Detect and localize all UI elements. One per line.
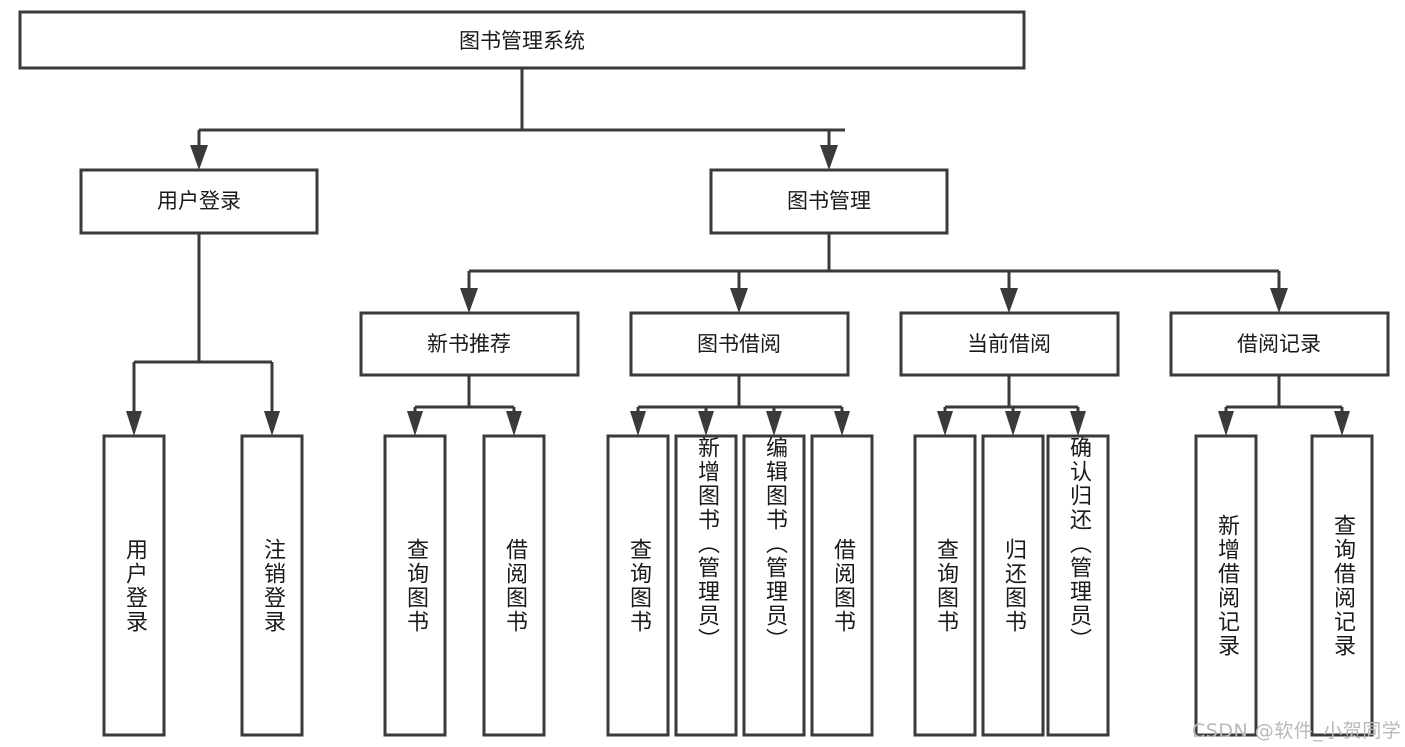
arrowhead-to-book-borrow — [730, 288, 748, 313]
leaf-box-cb-confirm-return[interactable] — [1046, 434, 1110, 737]
arrowhead-leaf-bb-borrow — [834, 411, 850, 436]
leaf-box-nb-borrow-book[interactable] — [482, 434, 546, 737]
connector-group-book-manage — [460, 233, 1288, 313]
node-root-box[interactable] — [18, 10, 1026, 70]
arrowhead-to-borrow-record — [1270, 288, 1288, 313]
connector-group-root — [190, 68, 845, 170]
node-user-login-box[interactable] — [79, 168, 319, 235]
leaf-box-nb-query-book[interactable] — [383, 434, 447, 737]
node-book-borrow-label: 图书借阅 — [697, 332, 781, 356]
arrowhead-leaf-bb-edit — [766, 411, 782, 436]
arrowhead-leaf-cb-query — [937, 411, 953, 436]
arrowhead-leaf-nb-borrow — [506, 411, 522, 436]
leaf-box-user-login[interactable] — [102, 434, 166, 737]
node-root-label: 图书管理系统 — [459, 29, 585, 53]
leaf-box-bb-query-book[interactable] — [606, 434, 670, 737]
node-book-borrow[interactable]: 图书借阅 — [629, 311, 850, 377]
leaf-box-br-query-record[interactable] — [1310, 434, 1374, 737]
node-borrow-record-box[interactable] — [1169, 311, 1390, 377]
connector-group-user-login — [126, 233, 280, 436]
node-current-borrow-box[interactable] — [899, 311, 1120, 377]
node-user-login-label: 用户登录 — [157, 189, 241, 213]
node-book-manage-box[interactable] — [709, 168, 949, 235]
node-user-login[interactable]: 用户登录 — [79, 168, 319, 235]
arrowhead-to-user-login — [190, 145, 208, 170]
arrowhead-leaf-br-add — [1218, 411, 1234, 436]
leaf-box-bb-add-book[interactable] — [674, 434, 738, 737]
arrowhead-leaf-bb-add — [698, 411, 714, 436]
leaf-box-bb-borrow-book[interactable] — [810, 434, 874, 737]
node-new-book-recommend-box[interactable] — [359, 311, 580, 377]
leaf-box-logout[interactable] — [240, 434, 304, 737]
arrowhead-leaf-bb-query — [630, 411, 646, 436]
arrowhead-leaf-logout — [264, 411, 280, 436]
connector-group-book-borrow — [630, 375, 850, 436]
node-book-manage-label: 图书管理 — [787, 189, 871, 213]
arrowhead-leaf-cb-return — [1005, 411, 1021, 436]
node-root[interactable]: 图书管理系统 — [18, 10, 1026, 70]
arrowhead-leaf-nb-query — [407, 411, 423, 436]
node-borrow-record[interactable]: 借阅记录 — [1169, 311, 1390, 377]
arrowhead-to-book-manage — [820, 145, 838, 170]
arrowhead-leaf-cb-confirm — [1070, 411, 1086, 436]
leaf-box-cb-return-book[interactable] — [981, 434, 1045, 737]
node-new-book-recommend-label: 新书推荐 — [427, 332, 511, 356]
arrowhead-to-current-borrow — [1000, 288, 1018, 313]
node-book-manage[interactable]: 图书管理 — [709, 168, 949, 235]
arrowhead-to-new-book-rec — [460, 288, 478, 313]
connector-group-current-borrow — [937, 375, 1086, 436]
node-current-borrow-label: 当前借阅 — [967, 332, 1051, 356]
node-borrow-record-label: 借阅记录 — [1237, 332, 1321, 356]
node-current-borrow[interactable]: 当前借阅 — [899, 311, 1120, 377]
connector-group-new-book-rec — [407, 375, 522, 436]
leaf-boxes — [102, 434, 1374, 737]
csdn-watermark: CSDN @软件_小贺同学 — [1192, 720, 1402, 742]
arrowhead-leaf-user-login — [126, 411, 142, 436]
leaf-box-bb-edit-book[interactable] — [742, 434, 806, 737]
node-book-borrow-box[interactable] — [629, 311, 850, 377]
connector-group-borrow-record — [1218, 375, 1350, 436]
arrowhead-leaf-br-query — [1334, 411, 1350, 436]
leaf-box-cb-query-book[interactable] — [913, 434, 977, 737]
leaf-box-br-add-record[interactable] — [1194, 434, 1258, 737]
node-new-book-recommend[interactable]: 新书推荐 — [359, 311, 580, 377]
